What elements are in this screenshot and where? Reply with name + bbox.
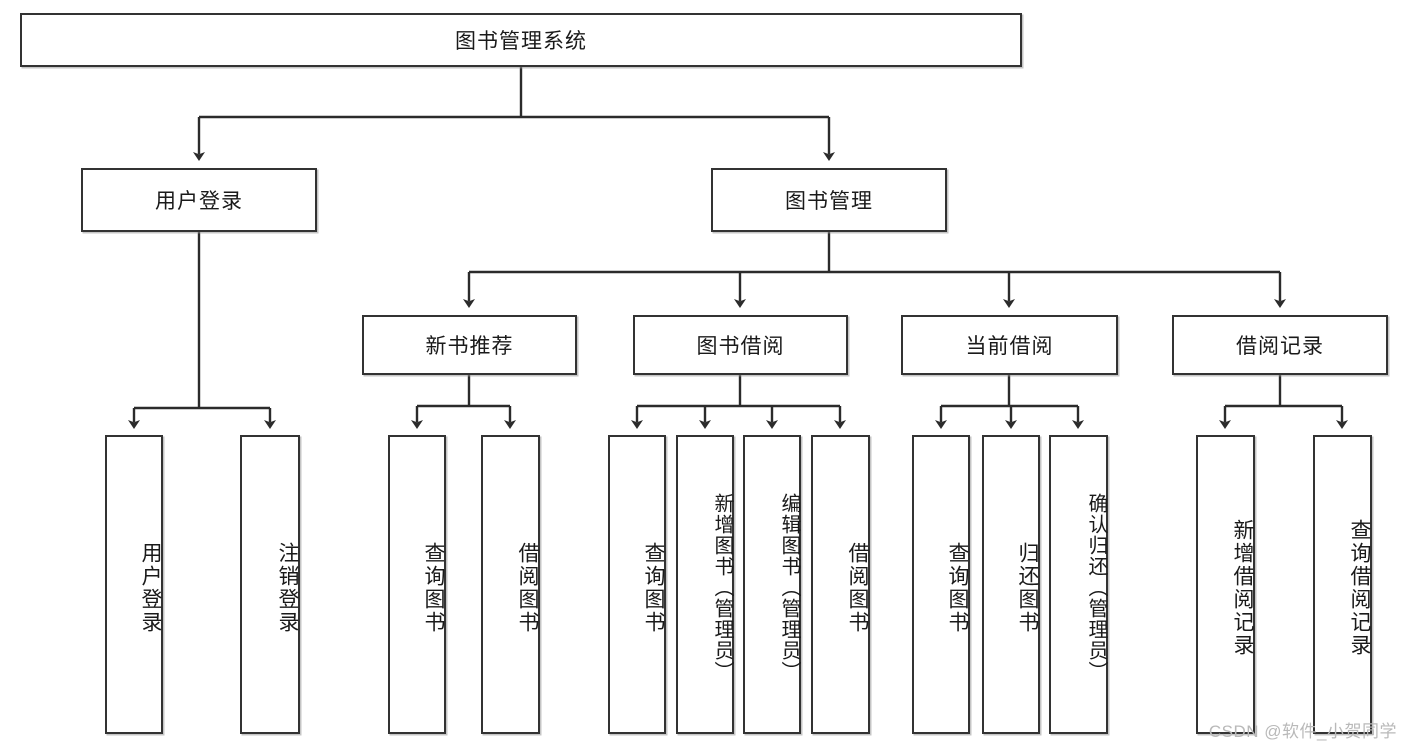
leaf-label: 查询借阅记录 [1348, 518, 1371, 657]
leaf-label: 借阅图书 [516, 541, 539, 634]
leaf-label: 归还图书 [1016, 541, 1039, 634]
leaf-borrow-book[interactable]: 借阅图书 [811, 435, 870, 734]
node-root[interactable]: 图书管理系统 [20, 13, 1022, 67]
node-user-login[interactable]: 用户登录 [81, 168, 317, 232]
leaf-label: 查询图书 [422, 541, 445, 634]
leaf-add-borrow-record[interactable]: 新增借阅记录 [1196, 435, 1255, 734]
node-book-management[interactable]: 图书管理 [711, 168, 947, 232]
leaf-label: 确认归还（管理员） [1085, 493, 1107, 682]
leaf-logout[interactable]: 注销登录 [240, 435, 300, 734]
node-borrow-records[interactable]: 借阅记录 [1172, 315, 1388, 375]
node-book-borrow[interactable]: 图书借阅 [633, 315, 848, 375]
node-book-borrow-label: 图书借阅 [696, 335, 785, 358]
node-current-borrow-label: 当前借阅 [965, 335, 1054, 358]
leaf-query-book-borrow[interactable]: 查询图书 [608, 435, 666, 734]
leaf-label: 注销登录 [276, 541, 299, 634]
leaf-label: 查询图书 [642, 541, 665, 634]
node-new-book-recommend[interactable]: 新书推荐 [362, 315, 577, 375]
leaf-user-login[interactable]: 用户登录 [105, 435, 163, 734]
node-user-login-label: 用户登录 [155, 190, 243, 213]
leaf-query-book-recommend[interactable]: 查询图书 [388, 435, 446, 734]
leaf-label: 新增借阅记录 [1231, 518, 1254, 657]
leaf-query-book-current[interactable]: 查询图书 [912, 435, 970, 734]
leaf-label: 新增图书（管理员） [711, 493, 733, 682]
leaf-label: 借阅图书 [846, 541, 869, 634]
leaf-add-book-admin[interactable]: 新增图书（管理员） [676, 435, 734, 734]
leaf-borrow-book-recommend[interactable]: 借阅图书 [481, 435, 540, 734]
leaf-label: 查询图书 [946, 541, 969, 634]
leaf-query-borrow-record[interactable]: 查询借阅记录 [1313, 435, 1372, 734]
node-book-management-label: 图书管理 [785, 190, 873, 213]
node-current-borrow[interactable]: 当前借阅 [901, 315, 1118, 375]
leaf-return-book[interactable]: 归还图书 [982, 435, 1040, 734]
node-new-book-recommend-label: 新书推荐 [425, 335, 514, 358]
node-root-label: 图书管理系统 [455, 30, 587, 53]
leaf-label: 用户登录 [139, 541, 162, 634]
csdn-watermark: CSDN @软件_小贺同学 [1208, 722, 1397, 741]
node-borrow-records-label: 借阅记录 [1236, 335, 1324, 358]
leaf-label: 编辑图书（管理员） [778, 493, 800, 682]
leaf-confirm-return-admin[interactable]: 确认归还（管理员） [1049, 435, 1108, 734]
leaf-edit-book-admin[interactable]: 编辑图书（管理员） [743, 435, 801, 734]
